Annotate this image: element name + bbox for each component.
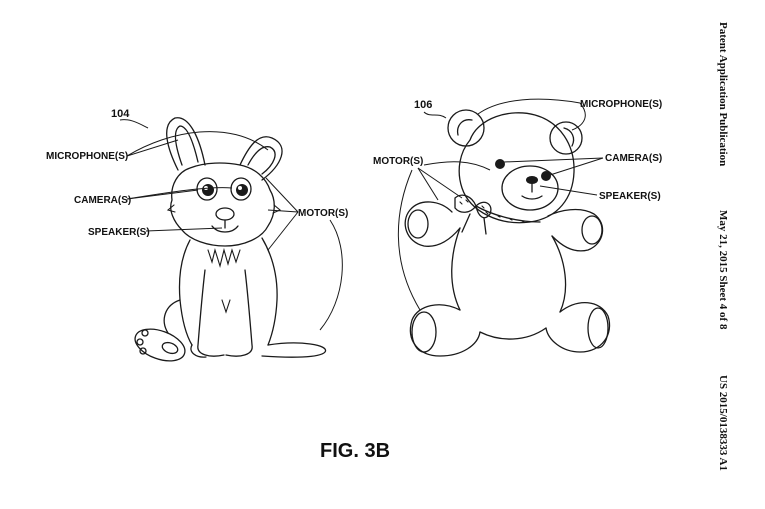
bunny-left-ear-inner <box>174 125 199 166</box>
bear-right-foot <box>587 307 609 349</box>
bunny-label-microphone: MICROPHONE(S) <box>46 151 128 162</box>
bear-leader-speaker <box>539 185 598 196</box>
bunny-leader-microphone-2 <box>126 131 269 157</box>
bear-leader-motor-arm <box>417 167 439 201</box>
bear-body <box>451 227 567 313</box>
bear-left-ear-inner <box>456 119 473 136</box>
bunny-left-leg <box>197 269 225 357</box>
bear-left-eye <box>495 159 505 169</box>
bear-leader-camera-2 <box>549 157 604 176</box>
bunny-fur-belly <box>221 299 231 314</box>
bunny-mouth <box>211 219 239 233</box>
header-number: US 2015/0138333 A1 <box>717 375 729 471</box>
bear-label-microphone: MICROPHONE(S) <box>580 99 662 110</box>
bunny-body <box>178 237 278 346</box>
bear-right-eye <box>541 171 551 181</box>
bunny-right-pupil <box>236 184 248 196</box>
bunny-leader-speaker <box>145 227 223 232</box>
bear-right-ear <box>549 121 583 155</box>
bear-label-speaker: SPEAKER(S) <box>599 191 661 202</box>
bunny-toe-3 <box>139 347 147 355</box>
bear-left-ear <box>447 109 485 147</box>
bear-left-arm <box>404 201 461 247</box>
bear-bow <box>454 194 541 235</box>
bunny-right-leg <box>225 269 253 357</box>
bunny-right-eye <box>230 177 252 201</box>
bunny-leader-camera-2 <box>126 187 233 200</box>
bear-left-foot <box>411 311 437 353</box>
bunny-hind-leg <box>163 299 181 334</box>
bear-muzzle <box>501 165 559 211</box>
bear-head <box>458 112 575 224</box>
bear-right-paw <box>581 215 603 245</box>
bunny-left-pupil <box>202 184 214 196</box>
bear-mouth <box>521 183 543 200</box>
bunny-leader-motor-leg <box>319 219 343 331</box>
bear-belly <box>479 327 547 340</box>
bunny-ref-number: 104 <box>111 108 130 120</box>
bunny-feet <box>190 342 327 358</box>
bunny-left-ear <box>166 117 206 171</box>
bear-leader-motor-bow <box>417 167 463 199</box>
figure-caption: FIG. 3B <box>320 440 390 462</box>
bunny-right-ear-inner <box>247 146 276 175</box>
bear-drawing <box>404 109 611 357</box>
bear-ref-leader <box>423 111 447 119</box>
bear-nose <box>526 176 538 184</box>
bunny-leader-motor-head <box>267 209 299 213</box>
bunny-label-speaker: SPEAKER(S) <box>88 227 150 238</box>
bear-leader-motor-leg <box>397 169 421 311</box>
bunny-ref-leader <box>119 119 149 129</box>
bear-leader-camera-1 <box>503 157 604 163</box>
bear-right-leg <box>545 302 611 353</box>
bunny-leader-motor-body <box>267 211 299 251</box>
bunny-nose <box>215 207 235 221</box>
bear-label-motor: MOTOR(S) <box>373 156 423 167</box>
header-publication: Patent Application Publication <box>717 22 729 166</box>
bunny-toe-1 <box>141 329 149 337</box>
bear-bow-pattern <box>459 199 525 223</box>
patent-header: Patent Application Publication May 21, 2… <box>717 22 729 471</box>
bear-annotations: 106 MICROPHONE(S) CAMERA(S) SPEAKER(S) M… <box>373 98 662 311</box>
bunny-right-highlight <box>238 186 242 190</box>
bunny-hind-foot <box>134 328 186 362</box>
bunny-paw-pad <box>161 341 179 355</box>
bunny-toe-2 <box>136 338 144 346</box>
bunny-label-motor: MOTOR(S) <box>298 208 348 219</box>
bunny-label-camera: CAMERA(S) <box>74 195 131 206</box>
bear-leader-microphone-1 <box>477 98 581 115</box>
bear-ref-number: 106 <box>414 99 432 111</box>
bunny-fur-chest <box>207 247 241 269</box>
bear-label-camera: CAMERA(S) <box>605 153 662 164</box>
bear-left-paw <box>407 209 429 239</box>
header-date-sheet: May 21, 2015 Sheet 4 of 8 <box>717 210 729 330</box>
bunny-head <box>170 162 275 247</box>
bear-leader-microphone-2 <box>571 102 586 131</box>
bear-leader-motor-head <box>423 161 491 171</box>
bunny-leader-motor-ear <box>265 177 299 213</box>
bunny-drawing <box>134 117 327 362</box>
bunny-annotations: 104 MICROPHONE(S) CAMERA(S) SPEAKER(S) M… <box>46 108 348 331</box>
bunny-fur-cheeks <box>166 204 282 214</box>
bunny-right-ear <box>239 136 283 181</box>
bear-right-ear-inner <box>563 127 575 147</box>
bunny-leader-microphone-1 <box>126 139 179 157</box>
